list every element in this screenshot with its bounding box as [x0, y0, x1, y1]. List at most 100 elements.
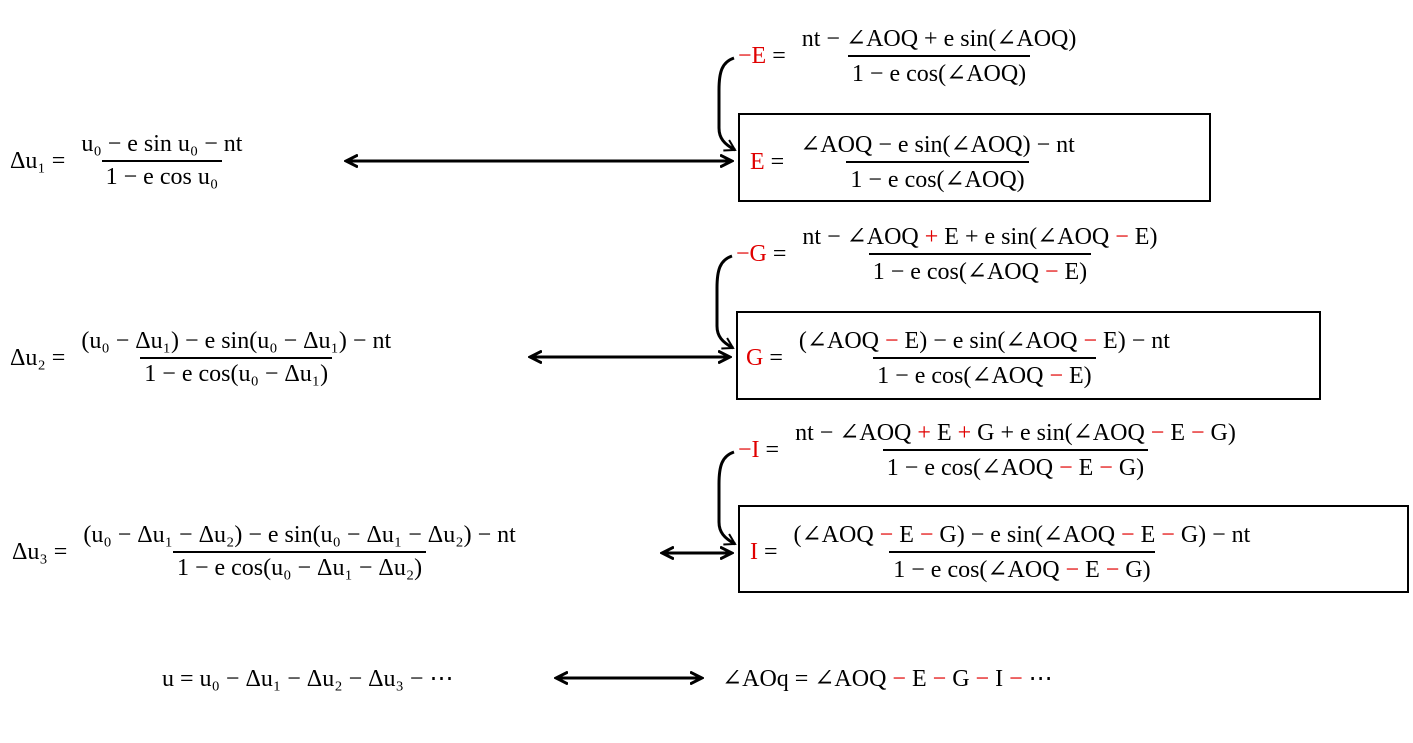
denominator-text: 1 − e cos(∠AOQ [877, 363, 1050, 389]
numerator-text: E) [1128, 224, 1158, 250]
series-text: ⋯ [1022, 666, 1053, 692]
fraction: (∠AOQ − E − G) − e sin(∠AOQ − E − G) − n… [790, 520, 1255, 584]
denominator-text: E) [1058, 259, 1088, 285]
denominator: 1 − e cos(u₀ − Δu₁ − Δu₂) [172, 551, 427, 582]
equation-lhs: E = [750, 149, 790, 176]
highlighted-operator: + [957, 420, 972, 446]
highlighted-operator: − [1115, 224, 1129, 250]
denominator-text: 1 − e cos(∠AOQ) [851, 61, 1027, 87]
numerator: nt − ∠AOQ + e sin(∠AOQ) [798, 24, 1081, 55]
highlighted-operator: − [885, 328, 899, 354]
fraction: nt − ∠AOQ + E + e sin(∠AOQ − E)1 − e cos… [798, 222, 1161, 286]
numerator: ∠AOQ − e sin(∠AOQ) − nt [796, 130, 1079, 161]
highlighted-operator: − [1083, 328, 1098, 354]
numerator: nt − ∠AOQ + E + e sin(∠AOQ − E) [798, 222, 1161, 253]
numerator-text: E [930, 420, 958, 446]
series-text: E [905, 666, 933, 692]
numerator-text: (∠AOQ [798, 328, 885, 354]
u-series: u = u₀ − Δu₁ − Δu₂ − Δu₃ − ⋯ [162, 666, 454, 692]
equation-lhs: I = [750, 539, 784, 566]
denominator: 1 − e cos(∠AOQ − E − G) [889, 551, 1155, 584]
highlighted-operator: − [879, 522, 894, 548]
equals-sign: = [764, 148, 785, 175]
highlighted-operator: − [975, 666, 990, 692]
denominator-text: 1 − e cos(∠AOQ [872, 259, 1045, 285]
denominator-text: G) [1119, 557, 1151, 583]
equation-lhs: Δu₂ = [10, 344, 66, 371]
neg-E-equation: −E = nt − ∠AOQ + e sin(∠AOQ) 1 − e cos(∠AO… [738, 24, 1080, 88]
series-text: ∠AOq = ∠AOQ [722, 666, 893, 692]
numerator-text: G) − nt [1174, 522, 1251, 548]
delta-u2-equation: Δu₂ = (u₀ − Δu₁) − e sin(u₀ − Δu₁) − nt … [10, 328, 395, 388]
numerator-text: E + e sin(∠AOQ [938, 224, 1116, 250]
neg-G-equation: −G =nt − ∠AOQ + E + e sin(∠AOQ − E)1 − e… [736, 222, 1161, 286]
numerator-text: E) − e sin(∠AOQ [898, 328, 1084, 354]
highlighted-operator: − [1191, 420, 1205, 446]
highlighted-operator: − [1009, 666, 1023, 692]
highlighted-operator: − [1065, 557, 1080, 583]
numerator-text: G) [1204, 420, 1236, 446]
fraction: nt − ∠AOQ + E + G + e sin(∠AOQ − E − G)1… [791, 418, 1240, 482]
denominator-text: E [1072, 455, 1100, 481]
equals-sign: = [759, 436, 780, 463]
equation-lhs: −G = [736, 241, 792, 268]
denominator-text: G) [1112, 455, 1145, 481]
variable-I: −I [738, 436, 760, 463]
denominator-text: E [1079, 557, 1106, 583]
denominator-text: 1 − e cos(∠AOQ) [850, 167, 1025, 193]
numerator: (∠AOQ − E − G) − e sin(∠AOQ − E − G) − n… [790, 520, 1255, 551]
equation-lhs: −I = [738, 437, 785, 464]
numerator-text: ∠AOQ − e sin(∠AOQ) − nt [800, 132, 1075, 158]
denominator: 1 − e cos(∠AOQ − E) [868, 253, 1092, 286]
numerator-text: E [893, 522, 920, 548]
fraction: u₀ − e sin u₀ − nt 1 − e cos u₀ [77, 131, 246, 191]
highlighted-operator: − [1161, 522, 1175, 548]
highlighted-operator: − [1049, 363, 1063, 389]
numerator-text: (∠AOQ [793, 522, 880, 548]
denominator: 1 − e cos(∠AOQ − E − G) [882, 449, 1149, 482]
numerator-text: E) − nt [1097, 328, 1170, 354]
equation-lhs: G = [746, 345, 789, 372]
denominator: 1 − e cos(∠AOQ − E) [873, 357, 1096, 390]
highlighted-operator: − [1150, 420, 1165, 446]
highlighted-operator: − [892, 666, 906, 692]
denominator: 1 − e cos(∠AOQ) [847, 55, 1031, 88]
highlighted-operator: − [1121, 522, 1135, 548]
curved-down-arrow-icon [715, 254, 735, 350]
highlighted-operator: − [1044, 259, 1059, 285]
equation-lhs: −E = [738, 43, 792, 70]
result-box-E [738, 113, 1211, 202]
result-box-G [736, 311, 1321, 400]
numerator: nt − ∠AOQ + E + G + e sin(∠AOQ − E − G) [791, 418, 1240, 449]
numerator: u₀ − e sin u₀ − nt [81, 131, 243, 157]
equals-sign: = [766, 42, 786, 69]
variable-E: −E [738, 42, 767, 69]
fraction: (u₀ − Δu₁ − Δu₂) − e sin(u₀ − Δu₁ − Δu₂)… [79, 522, 519, 582]
numerator-text: G + e sin(∠AOQ [971, 420, 1151, 446]
equals-sign: = [758, 538, 778, 565]
series-text: I [989, 666, 1010, 692]
highlighted-operator: + [924, 224, 939, 250]
highlighted-operator: − [919, 522, 934, 548]
variable-G: G [746, 344, 764, 371]
highlighted-operator: + [917, 420, 931, 446]
highlighted-operator: − [1059, 455, 1073, 481]
angle-series: ∠AOq = ∠AOQ − E − G − I − ⋯ [722, 664, 1053, 693]
highlighted-operator: − [932, 666, 947, 692]
fraction: ∠AOQ − e sin(∠AOQ) − nt 1 − e cos(∠AOQ) [796, 130, 1079, 194]
denominator: 1 − e cos(∠AOQ) [846, 161, 1029, 194]
denominator-text: 1 − e cos(∠AOQ [893, 557, 1066, 583]
numerator-text: nt − ∠AOQ [802, 224, 925, 250]
numerator-text: nt − ∠AOQ + e sin(∠AOQ) [801, 26, 1077, 52]
variable-G: −G [736, 240, 767, 267]
numerator: (u₀ − Δu₁ − Δu₂) − e sin(u₀ − Δu₁ − Δu₂)… [83, 522, 516, 548]
numerator-text: nt − ∠AOQ [795, 420, 918, 446]
fraction: nt − ∠AOQ + e sin(∠AOQ) 1 − e cos(∠AOQ) [798, 24, 1081, 88]
numerator: (u₀ − Δu₁) − e sin(u₀ − Δu₁) − nt [81, 328, 392, 354]
highlighted-operator: − [1099, 455, 1113, 481]
variable-I: I [750, 538, 758, 565]
delta-u1-equation: Δu₁ = u₀ − e sin u₀ − nt 1 − e cos u₀ [10, 131, 246, 191]
